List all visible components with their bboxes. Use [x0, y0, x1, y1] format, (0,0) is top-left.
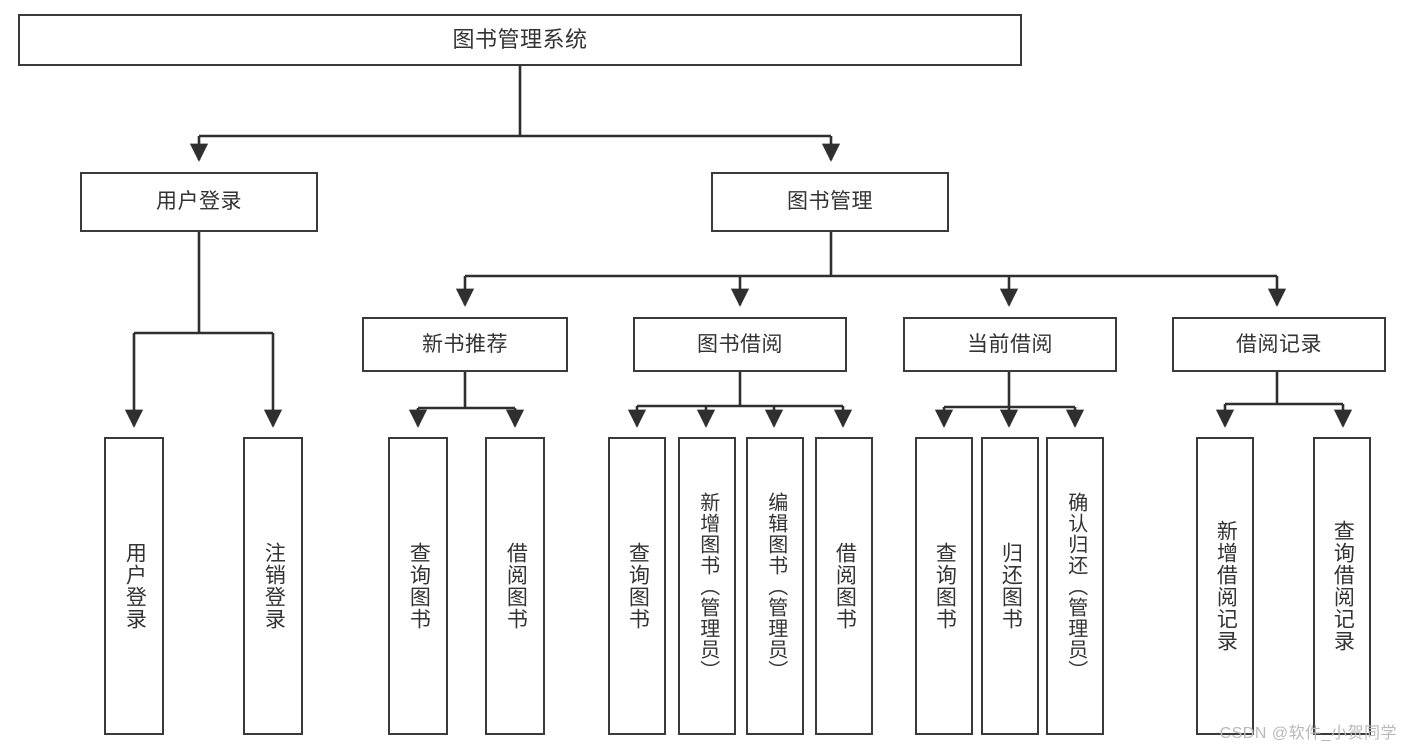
node-book-borrow[interactable]: 图书借阅	[633, 317, 847, 372]
node-root-system[interactable]: 图书管理系统	[18, 14, 1022, 66]
leaf-user-login-login[interactable]: 用户登录	[104, 437, 164, 735]
node-current-borrow[interactable]: 当前借阅	[903, 317, 1117, 372]
node-label: 查询图书	[933, 542, 957, 630]
leaf-new-book-query[interactable]: 查询图书	[388, 437, 448, 735]
node-label: 新增借阅记录	[1214, 520, 1238, 652]
watermark-text: CSDN @软件_小贺同学	[1219, 725, 1397, 742]
node-label: 归还图书	[999, 542, 1023, 630]
leaf-current-borrow-query[interactable]: 查询图书	[915, 437, 973, 735]
node-label: 查询图书	[626, 542, 650, 630]
leaf-book-borrow-edit[interactable]: 编辑图书（管理员）	[746, 437, 804, 735]
node-label: 查询图书	[407, 542, 431, 630]
node-book-management[interactable]: 图书管理	[711, 172, 949, 232]
node-label: 图书管理系统	[452, 26, 588, 52]
leaf-current-borrow-confirm-return[interactable]: 确认归还（管理员）	[1046, 437, 1104, 735]
leaf-borrow-record-add[interactable]: 新增借阅记录	[1196, 437, 1254, 735]
leaf-user-login-logout[interactable]: 注销登录	[243, 437, 303, 735]
node-label: 注销登录	[262, 542, 286, 630]
leaf-book-borrow-lend[interactable]: 借阅图书	[815, 437, 873, 735]
node-label: 编辑图书（管理员）	[764, 491, 787, 681]
node-label: 图书管理	[787, 190, 873, 214]
leaf-book-borrow-add[interactable]: 新增图书（管理员）	[678, 437, 736, 735]
leaf-borrow-record-query[interactable]: 查询借阅记录	[1313, 437, 1371, 735]
node-label: 借阅记录	[1236, 332, 1322, 356]
node-label: 用户登录	[123, 542, 147, 630]
node-new-book-recommend[interactable]: 新书推荐	[362, 317, 568, 372]
node-borrow-record[interactable]: 借阅记录	[1172, 317, 1386, 372]
leaf-new-book-borrow[interactable]: 借阅图书	[485, 437, 545, 735]
node-label: 新书推荐	[422, 332, 508, 356]
leaf-book-borrow-query[interactable]: 查询图书	[608, 437, 666, 735]
node-label: 当前借阅	[967, 332, 1053, 356]
node-label: 新增图书（管理员）	[696, 491, 719, 681]
node-label: 借阅图书	[833, 542, 857, 630]
node-label: 查询借阅记录	[1331, 520, 1355, 652]
leaf-current-borrow-return[interactable]: 归还图书	[981, 437, 1039, 735]
node-label: 确认归还（管理员）	[1064, 491, 1087, 681]
node-label: 用户登录	[156, 190, 242, 214]
node-user-login[interactable]: 用户登录	[80, 172, 318, 232]
node-label: 图书借阅	[697, 332, 783, 356]
node-label: 借阅图书	[504, 542, 528, 630]
